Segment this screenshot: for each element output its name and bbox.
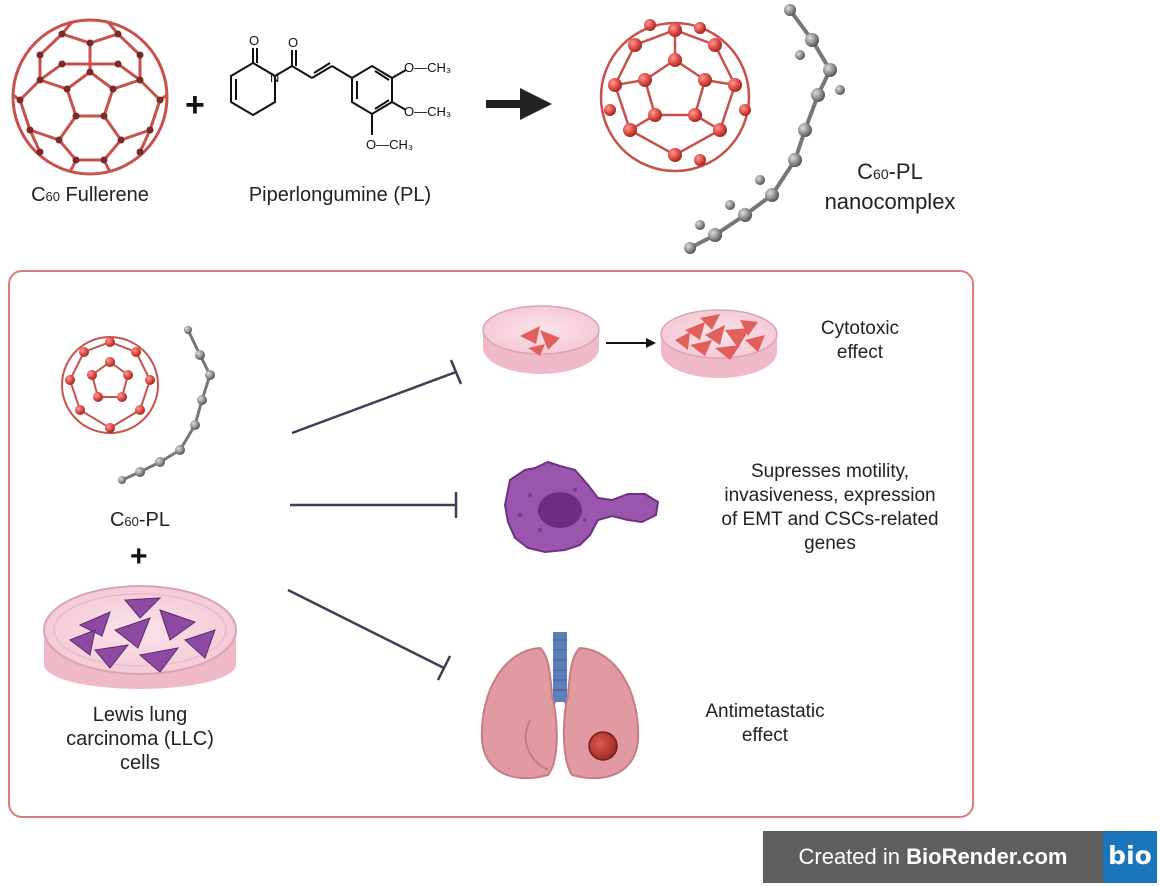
biorender-badge[interactable]: Created in BioRender.com bio	[763, 831, 1157, 883]
inhibit-bar-metastasis	[436, 655, 452, 681]
c60-pl-nanocomplex-icon	[599, 4, 845, 254]
c60-pl-panel-label: C60-PL	[109, 509, 171, 531]
antimetastatic-effect-label: Antimetastatic effect	[705, 701, 825, 746]
inhibit-line-metastasis	[287, 588, 445, 670]
lungs-with-tumor-icon	[480, 632, 640, 780]
methoxy-label-1: O—CH₃	[404, 60, 452, 75]
llc-culture-dish-icon	[43, 585, 237, 689]
fullerene-label: C60 Fullerene	[31, 184, 149, 206]
piperlongumine-label: Piperlongumine (PL)	[248, 184, 432, 206]
methoxy-label-3: O—CH₃	[366, 137, 414, 152]
growth-arrow-icon	[606, 338, 656, 348]
biorender-logo-icon: bio	[1103, 831, 1157, 883]
oxygen-label-2: O	[288, 35, 299, 50]
plus-sign-top: +	[185, 86, 205, 124]
nitrogen-label: N	[270, 70, 280, 85]
methoxy-label-2: O—CH₃	[404, 104, 452, 119]
c60-pl-small-icon	[61, 326, 215, 484]
biorender-credit-text: Created in BioRender.com	[763, 831, 1103, 883]
oxygen-label-1: O	[249, 33, 260, 48]
petri-dish-many-cells-icon	[660, 309, 778, 378]
cytotoxic-effect-label: Cytotoxic effect	[820, 318, 900, 363]
nanocomplex-label: C60-PL nanocomplex	[824, 159, 956, 214]
c60-fullerene-icon	[11, 18, 169, 176]
plus-sign-panel: +	[130, 540, 148, 573]
reaction-arrow-icon	[486, 88, 552, 120]
inhibit-line-cytotoxic	[291, 370, 457, 435]
llc-cells-label: Lewis lung carcinoma (LLC) cells	[66, 704, 214, 774]
inhibition-arrows	[287, 359, 463, 681]
motility-effect-label: Supresses motility, invasiveness, expres…	[721, 461, 939, 554]
petri-dish-few-cells-icon	[482, 305, 600, 374]
migrating-cancer-cell-icon	[503, 460, 660, 554]
inhibit-bar-cytotoxic	[449, 359, 463, 385]
effects-panel	[8, 270, 974, 818]
piperlongumine-structure-icon	[230, 48, 407, 135]
